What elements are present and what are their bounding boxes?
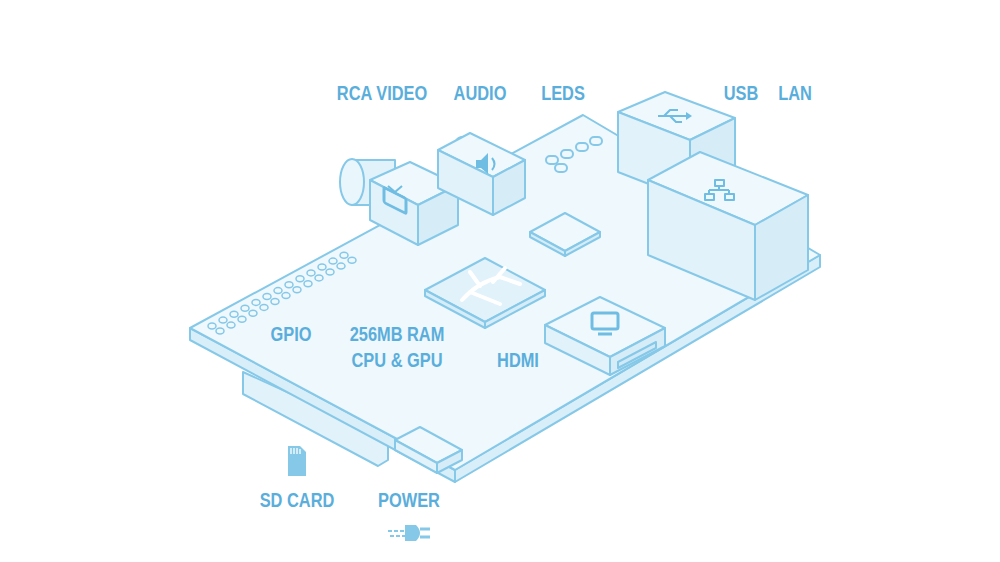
led-row [546,137,602,172]
gpio-pin [260,304,268,310]
gpio-pin [348,257,356,263]
gpio-pin [326,269,334,275]
gpio-pin [219,317,227,323]
part-label: HDMI [497,347,539,373]
gpio-pin [274,288,282,294]
board-top [190,115,820,470]
sd-card-icon [291,448,300,454]
gpio-pin [315,275,323,281]
part-label: POWER [378,487,440,513]
part-label: AUDIO [454,80,507,106]
gpio-pin [249,310,257,316]
gpio-pin [307,270,315,276]
gpio-pin [238,316,246,322]
part-label: LEDS [541,80,585,106]
gpio-pin [208,323,216,329]
gpio-pin [337,263,345,269]
gpio-pin [241,305,249,311]
power-connector [395,427,462,473]
cpu-chip [425,258,545,328]
gpio-pin [285,282,293,288]
part-label: LAN [778,80,812,106]
small-chip [530,213,600,256]
part-label: SD CARD [260,487,335,513]
gpio-pin [318,264,326,270]
part-label: USB [724,80,759,106]
hdmi-port [545,297,665,375]
sd-card-icon [288,446,306,476]
part-label: 256MB RAM CPU & GPU [346,321,449,373]
gpio-pin [271,299,279,305]
gpio-pin [340,252,348,258]
gpio-header [208,252,356,334]
gpio-pin [304,281,312,287]
power-plug-icon [388,525,430,541]
gpio-pin [296,276,304,282]
gpio-pin [230,311,238,317]
gpio-pin [282,293,290,299]
gpio-pin [329,258,337,264]
audio-jack [438,133,525,215]
gpio-pin [293,287,301,293]
gpio-pin [227,322,235,328]
gpio-pin [263,294,271,300]
part-label: RCA VIDEO [337,80,427,106]
gpio-pin [252,299,260,305]
part-label: GPIO [271,321,312,347]
gpio-pin [216,328,224,334]
lan-port [648,152,808,300]
